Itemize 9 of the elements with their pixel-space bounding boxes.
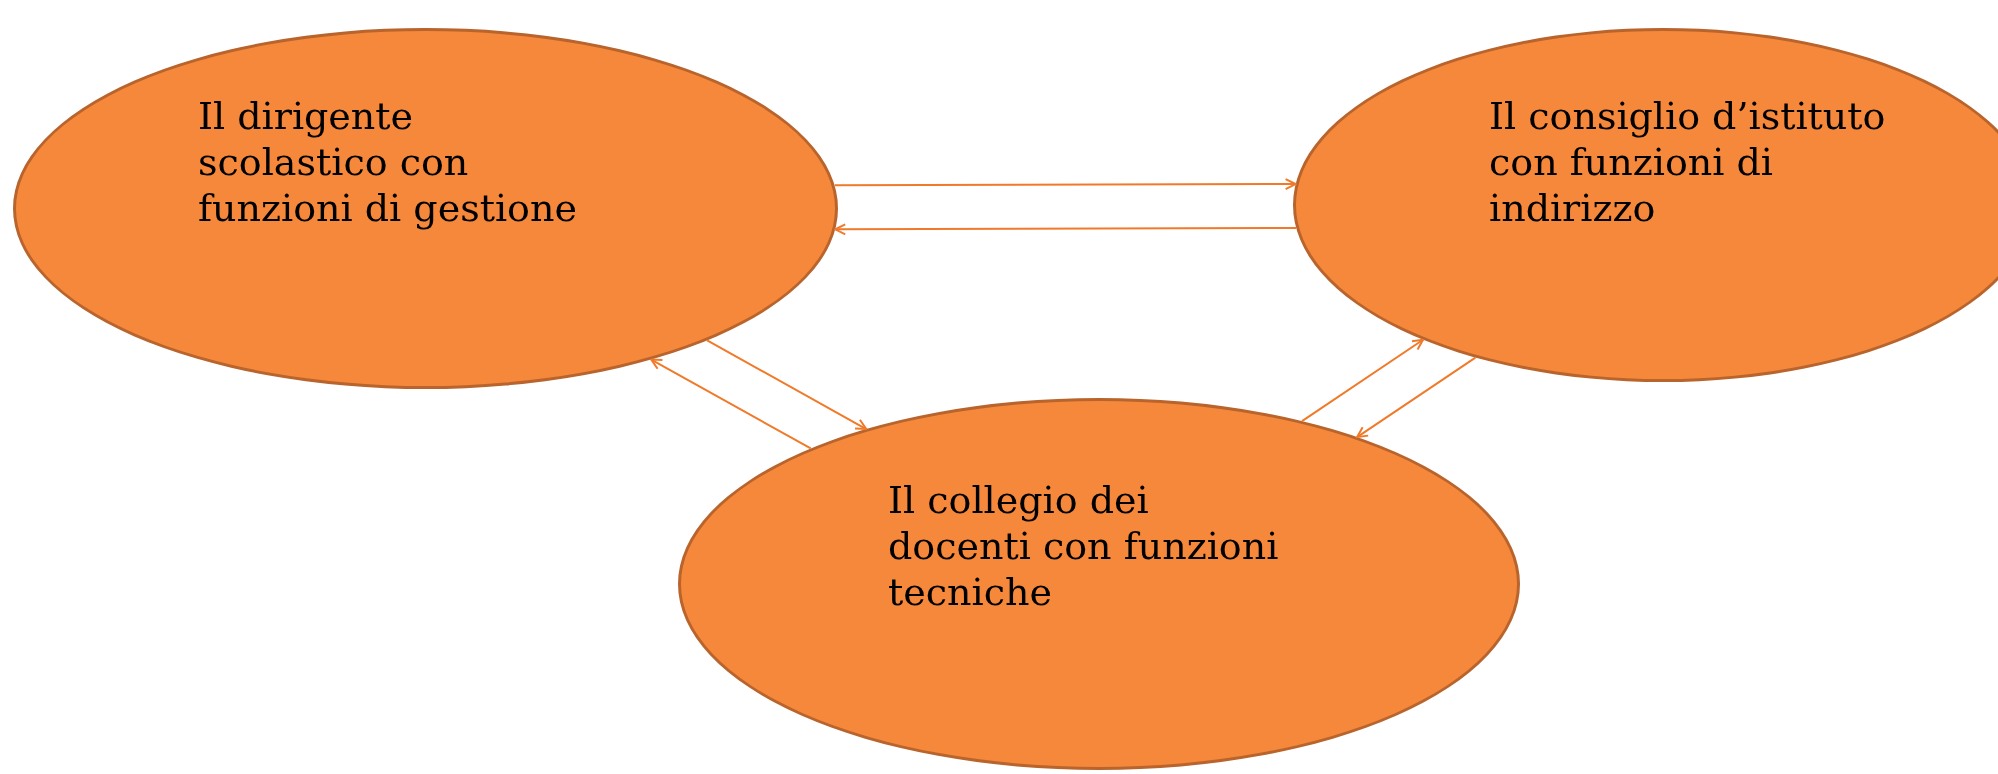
arrow <box>706 339 868 430</box>
node-text: Il collegio dei docenti con funzioni tecniche <box>888 477 1280 615</box>
arrow <box>834 223 1298 236</box>
node-text: Il consiglio d’istituto con funzioni di indirizzo <box>1489 93 1887 231</box>
arrow <box>1356 356 1477 439</box>
node-text: Il dirigente scolastico con funzioni di gestione <box>198 93 578 231</box>
arrow <box>833 178 1297 191</box>
arrow <box>1301 338 1425 423</box>
arrow <box>650 358 812 450</box>
